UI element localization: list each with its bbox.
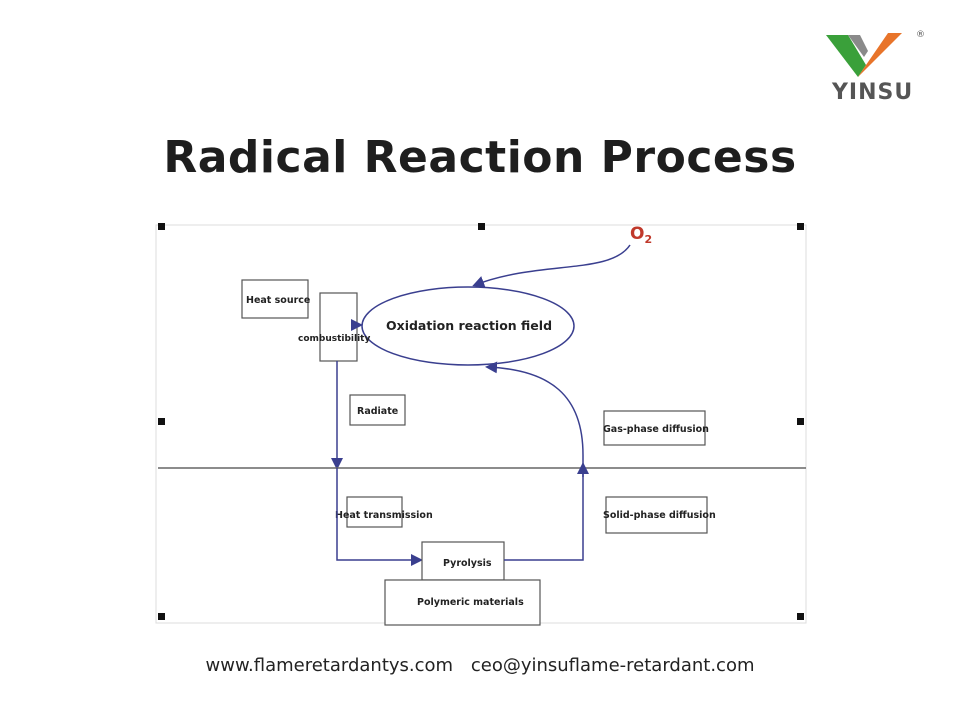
- radiate-box: [349, 394, 406, 426]
- yinsu-logo: ® YINSU: [826, 30, 925, 105]
- combustibility-label: combustibility: [298, 334, 370, 344]
- pyrolysis-box: [421, 541, 505, 581]
- handle-bottom-right: [797, 613, 804, 620]
- gas-phase-label: Gas-phase diffusion: [603, 424, 709, 435]
- handle-middle-left: [158, 418, 165, 425]
- heat-source-box: [241, 279, 309, 319]
- footer-website[interactable]: www.flameretardantys.com: [205, 655, 454, 676]
- solid-phase-box: [605, 496, 708, 534]
- handle-bottom-left: [158, 613, 165, 620]
- radiate-label: Radiate: [357, 406, 398, 417]
- gas-phase-box: [603, 410, 706, 446]
- radical-reaction-diagram: O2 Oxidation reaction field Heat source …: [155, 223, 807, 626]
- handle-top-center: [478, 223, 485, 230]
- logo-registered-mark: ®: [916, 30, 925, 40]
- oxidation-field-label: Oxidation reaction field: [386, 318, 552, 333]
- handle-top-left: [158, 223, 165, 230]
- page-title: Radical Reaction Process: [163, 132, 797, 183]
- o2-arrow: [472, 244, 631, 288]
- heat-transmission-label: Heat transmission: [335, 510, 433, 521]
- o2-label: O2: [630, 224, 652, 246]
- handle-top-right: [797, 223, 804, 230]
- heat-source-label: Heat source: [246, 295, 310, 306]
- footer-contact: www.flameretardantys.com ceo@yinsuflame-…: [0, 655, 960, 676]
- logo-v-orange: [858, 33, 902, 77]
- logo-v-gray: [848, 35, 868, 57]
- combustibility-box: [319, 292, 358, 362]
- pyrolysis-to-field-arrow: [485, 361, 584, 561]
- footer-email[interactable]: ceo@yinsuflame-retardant.com: [470, 655, 755, 676]
- logo-brand-text: YINSU: [831, 80, 913, 105]
- pyrolysis-label: Pyrolysis: [443, 558, 492, 569]
- logo-v-green: [826, 35, 866, 77]
- to-pyrolysis-arrow: [336, 468, 423, 566]
- polymeric-box: [384, 579, 541, 626]
- heat-transmission-box: [346, 496, 403, 528]
- polymeric-label: Polymeric materials: [417, 597, 524, 608]
- solid-phase-label: Solid-phase diffusion: [603, 510, 716, 521]
- handle-middle-right: [797, 418, 804, 425]
